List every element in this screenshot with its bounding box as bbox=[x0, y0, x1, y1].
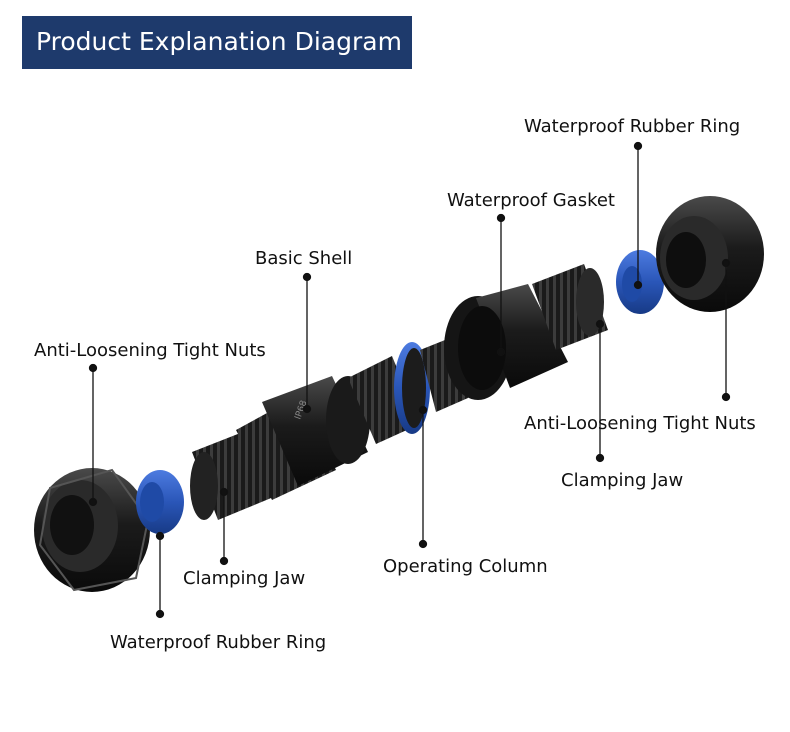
leader-dot bbox=[88, 497, 98, 507]
label-clamping-jaw-left: Clamping Jaw bbox=[183, 568, 306, 589]
anti-loosening-nut-right bbox=[656, 196, 764, 312]
leader-dot bbox=[721, 258, 731, 268]
label-waterproof-rubber-ring-top: Waterproof Rubber Ring bbox=[524, 116, 741, 137]
anti-loosening-nut-left bbox=[34, 468, 150, 592]
leader-dot bbox=[88, 363, 98, 373]
leader-dot bbox=[302, 404, 312, 414]
leader-dot bbox=[302, 272, 312, 282]
leader-dot bbox=[595, 453, 605, 463]
label-operating-column: Operating Column bbox=[383, 556, 548, 577]
leader-dot bbox=[219, 556, 229, 566]
leader-dot bbox=[595, 319, 605, 329]
label-waterproof-rubber-ring-bottom: Waterproof Rubber Ring bbox=[110, 632, 327, 653]
label-clamping-jaw-right: Clamping Jaw bbox=[561, 470, 684, 491]
label-waterproof-gasket: Waterproof Gasket bbox=[447, 190, 615, 211]
waterproof-rubber-ring-left bbox=[136, 470, 184, 534]
title-banner: Product Explanation Diagram bbox=[22, 16, 412, 69]
basic-shell: IP68 bbox=[236, 376, 370, 500]
leader-dot bbox=[155, 609, 165, 619]
operating-column bbox=[348, 338, 468, 444]
leader-dot bbox=[219, 487, 229, 497]
leader-dot bbox=[633, 280, 643, 290]
label-basic-shell: Basic Shell bbox=[255, 248, 353, 269]
waterproof-gasket bbox=[444, 284, 568, 400]
label-anti-loosening-left: Anti-Loosening Tight Nuts bbox=[34, 340, 266, 361]
clamping-jaw-right bbox=[532, 264, 608, 350]
leader-dot bbox=[418, 405, 428, 415]
leader-dot bbox=[496, 213, 506, 223]
leader-dot bbox=[633, 141, 643, 151]
leader-dot bbox=[496, 347, 506, 357]
label-anti-loosening-right: Anti-Loosening Tight Nuts bbox=[524, 413, 756, 434]
page-title: Product Explanation Diagram bbox=[36, 27, 402, 56]
leader-dot bbox=[418, 539, 428, 549]
leader-dot bbox=[155, 531, 165, 541]
leader-dot bbox=[721, 392, 731, 402]
